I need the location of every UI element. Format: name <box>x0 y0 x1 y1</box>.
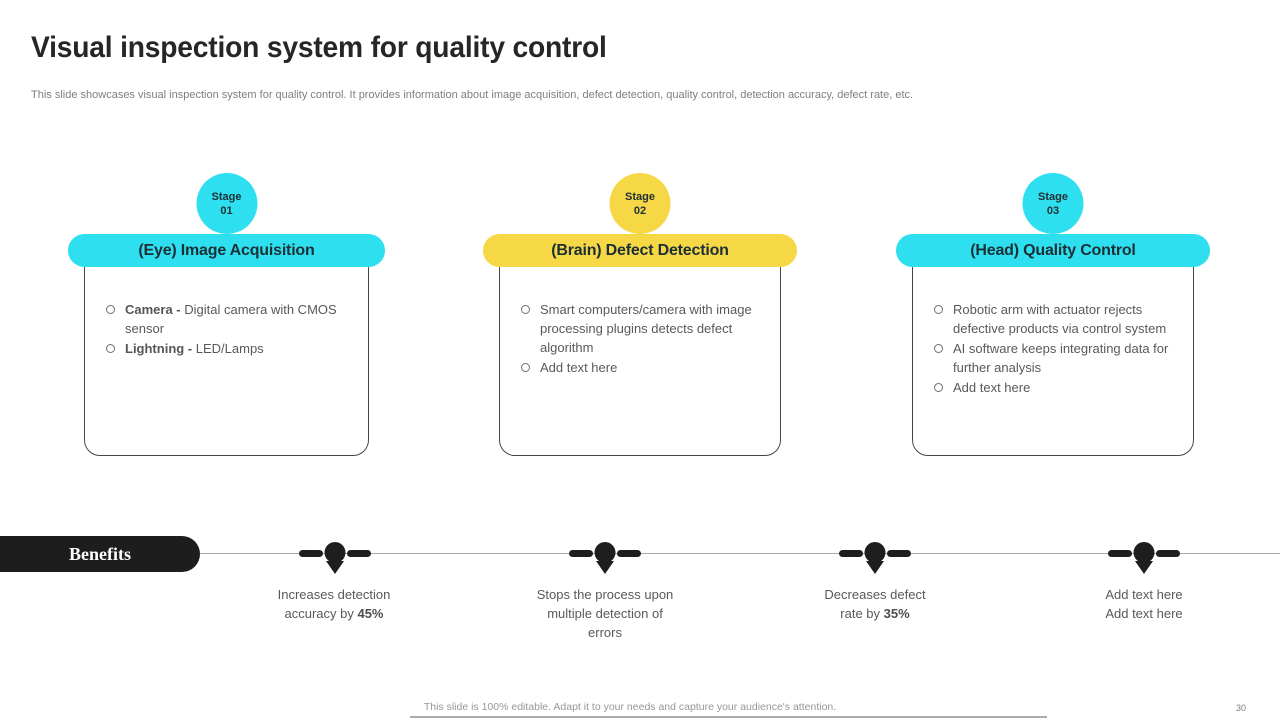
marker-dash-icon <box>299 550 323 557</box>
timeline-marker-3 <box>839 540 911 576</box>
stage-card-2: Stage 02 (Brain) Defect Detection Smart … <box>483 173 797 463</box>
timeline-marker-1 <box>299 540 371 576</box>
bullet-circle-icon <box>521 363 530 372</box>
arrow-down-icon <box>326 561 344 574</box>
stage-badge-2: Stage 02 <box>609 173 671 234</box>
bullet-text: AI software keeps integrating data for f… <box>953 341 1169 375</box>
footer-underline <box>410 716 1047 718</box>
footer-note: This slide is 100% editable. Adapt it to… <box>423 701 837 713</box>
stage-badge-label: Stage <box>1038 190 1068 203</box>
stage-badge-3: Stage 03 <box>1022 173 1084 234</box>
marker-dot-icon <box>864 542 886 563</box>
card-header-1: (Eye) Image Acquisition <box>68 234 385 267</box>
list-item: Lightning - LED/Lamps <box>106 339 358 358</box>
stage-card-1: Stage 01 (Eye) Image Acquisition Camera … <box>68 173 385 463</box>
bullet-text: Add text here <box>953 380 1031 395</box>
bullet-list: Smart computers/camera with image proces… <box>500 253 780 377</box>
marker-dash-icon <box>617 550 641 557</box>
timeline-line <box>196 553 1280 554</box>
list-item: AI software keeps integrating data for f… <box>934 339 1183 377</box>
benefit-label-1: Increases detection accuracy by 45% <box>277 587 391 621</box>
marker-dash-icon <box>569 550 593 557</box>
card-title: (Eye) Image Acquisition <box>138 241 315 259</box>
timeline-marker-4 <box>1108 540 1180 576</box>
stage-badge-number: 02 <box>633 204 647 217</box>
marker-dot-icon <box>324 542 346 563</box>
list-item: Camera - Digital camera with CMOS sensor <box>106 300 358 338</box>
bullet-circle-icon <box>106 344 115 353</box>
arrow-down-icon <box>596 561 614 574</box>
stage-badge-number: 03 <box>1046 204 1060 217</box>
marker-dash-icon <box>887 550 911 557</box>
marker-dot-icon <box>1133 542 1155 563</box>
bullet-text: Camera - Digital camera with CMOS sensor <box>125 302 337 336</box>
card-body-2: Smart computers/camera with image proces… <box>499 252 781 456</box>
marker-dash-icon <box>1156 550 1180 557</box>
timeline-marker-2 <box>569 540 641 576</box>
stage-badge-label: Stage <box>211 190 242 203</box>
bullet-circle-icon <box>934 305 943 314</box>
list-item: Robotic arm with actuator rejects defect… <box>934 300 1183 338</box>
marker-dot-icon <box>594 542 616 563</box>
arrow-down-icon <box>866 561 884 574</box>
marker-dash-icon <box>347 550 371 557</box>
page-number: 30 <box>1235 703 1246 713</box>
bullet-list: Camera - Digital camera with CMOS sensor… <box>85 253 368 358</box>
bullet-text: Robotic arm with actuator rejects defect… <box>953 302 1167 336</box>
card-header-2: (Brain) Defect Detection <box>483 234 797 267</box>
stage-badge-1: Stage 01 <box>196 173 257 234</box>
marker-dash-icon <box>839 550 863 557</box>
page-title: Visual inspection system for quality con… <box>31 31 607 64</box>
benefit-label-2: Stops the process upon multiple detectio… <box>536 587 674 640</box>
bullet-circle-icon <box>934 344 943 353</box>
benefit-label-3: Decreases defect rate by 35% <box>824 587 926 621</box>
arrow-down-icon <box>1135 561 1153 574</box>
list-item: Smart computers/camera with image proces… <box>521 300 770 357</box>
bullet-text: Lightning - LED/Lamps <box>125 341 264 356</box>
stage-card-3: Stage 03 (Head) Quality Control Robotic … <box>896 173 1210 463</box>
bullet-circle-icon <box>934 383 943 392</box>
bullet-circle-icon <box>521 305 530 314</box>
marker-dash-icon <box>1108 550 1132 557</box>
benefit-label-4: Add text here Add text here <box>1105 587 1183 621</box>
stage-badge-number: 01 <box>220 204 233 217</box>
card-body-3: Robotic arm with actuator rejects defect… <box>912 252 1194 456</box>
stage-badge-label: Stage <box>625 190 655 203</box>
card-title: (Head) Quality Control <box>970 241 1136 259</box>
bullet-list: Robotic arm with actuator rejects defect… <box>913 253 1193 397</box>
card-body-1: Camera - Digital camera with CMOS sensor… <box>84 252 369 456</box>
bullet-text: Smart computers/camera with image proces… <box>540 302 752 355</box>
bullet-circle-icon <box>106 305 115 314</box>
list-item: Add text here <box>934 378 1183 397</box>
benefits-ribbon: Benefits <box>0 536 200 572</box>
bullet-text: Add text here <box>540 360 618 375</box>
page-subtitle: This slide showcases visual inspection s… <box>31 89 914 101</box>
benefits-label: Benefits <box>69 543 131 564</box>
card-title: (Brain) Defect Detection <box>551 241 729 259</box>
list-item: Add text here <box>521 358 770 377</box>
card-header-3: (Head) Quality Control <box>896 234 1210 267</box>
